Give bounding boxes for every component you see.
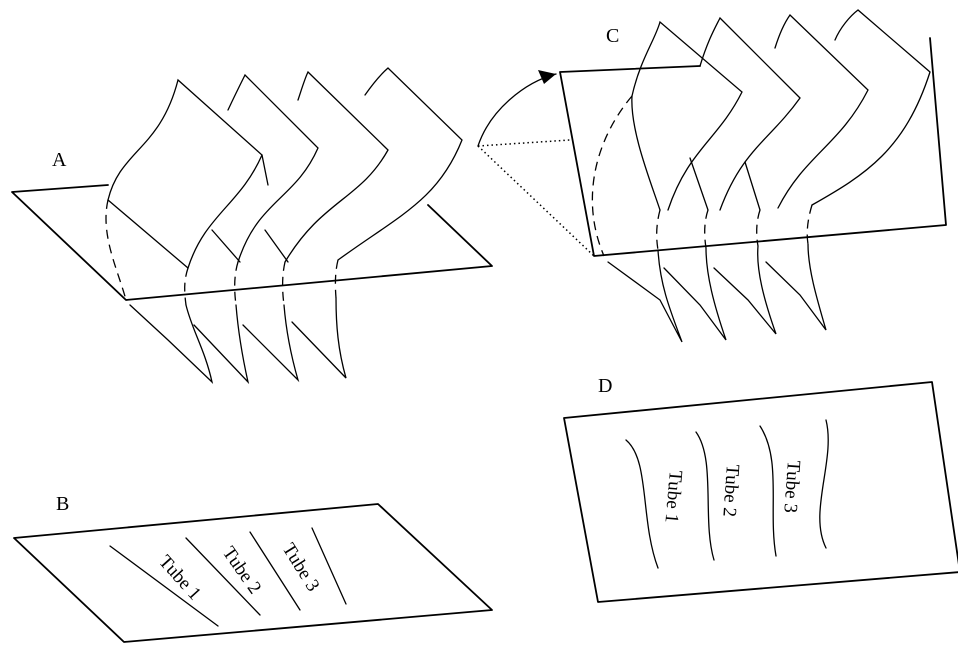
panel-a-hidden-1 (105, 199, 127, 301)
panel-c: C (477, 9, 947, 343)
panel-a-sheet-1 (107, 78, 263, 269)
panel-c-label: C (606, 25, 619, 47)
panel-c-lower-2 (663, 247, 727, 341)
panel-b-tube-1-label: Tube 1 (154, 551, 205, 604)
panel-b-tube-2-label: Tube 2 (218, 543, 265, 598)
panel-a-sheet-1-base (107, 199, 189, 269)
panel-c-fold-2 (744, 161, 761, 211)
panel-d-tube-2-label: Tube 2 (718, 464, 743, 518)
panel-c-hidden-lines (591, 95, 813, 257)
panel-c-hidden-5 (806, 204, 813, 245)
panel-c-sheet-3 (774, 14, 869, 209)
panel-a-label: A (52, 149, 67, 171)
panel-d: D Tube 1 Tube 2 Tube 3 (563, 375, 958, 603)
panel-b-tube-lines (109, 527, 347, 627)
panel-c-sheet-1-front (631, 95, 661, 211)
panel-a-lower-2 (193, 304, 250, 385)
panel-d-lane-4 (819, 419, 829, 549)
panel-a-lower-4 (291, 297, 347, 379)
panel-a-hidden-5 (334, 259, 339, 299)
panel-c-hidden-3 (704, 209, 709, 249)
panel-a-upper-sheets (107, 67, 463, 269)
panel-a-lower-1 (129, 304, 214, 384)
panel-c-lower-3 (713, 245, 777, 335)
panel-c-sheet-2 (699, 16, 801, 211)
panel-a-sheet-4 (337, 67, 463, 261)
panel-b-lane-3 (249, 531, 301, 611)
panel-c-lower-1 (607, 249, 683, 343)
panel-b-lane-1 (109, 545, 219, 627)
panel-c-upper-sheets (631, 9, 931, 211)
panel-d-lane-3 (759, 425, 777, 557)
panel-a-hidden-3 (234, 261, 239, 306)
panel-b-sheet (13, 503, 493, 643)
panel-c-plane (559, 37, 947, 257)
panel-b-label: B (56, 493, 69, 515)
panel-a-fold-2 (211, 229, 241, 263)
panel-c-hidden-1 (591, 95, 633, 257)
panel-d-tube-lines (625, 419, 829, 569)
panel-d-sheet (563, 381, 958, 603)
panel-c-fold-1 (689, 157, 709, 211)
panel-a-hidden-4 (281, 261, 286, 306)
panel-c-hidden-2 (656, 209, 661, 251)
curved-fold-arrow-icon (538, 70, 556, 84)
panel-a-lower-sheets (129, 297, 347, 385)
panel-a-sheet-3 (284, 70, 389, 263)
panel-d-label: D (598, 375, 612, 397)
panel-a-lower-3 (242, 304, 300, 383)
panel-d-lane-2 (695, 431, 715, 561)
panel-c-fold-arc (477, 73, 557, 147)
panel-d-lane-1 (625, 439, 659, 569)
panel-c-lower-sheets (607, 243, 827, 343)
panel-a-hidden-2 (184, 267, 189, 306)
panel-d-tube-1-label: Tube 1 (660, 470, 686, 524)
panel-b: B Tube 1 Tube 2 Tube 3 (13, 493, 493, 643)
panel-c-sheet-4 (811, 9, 931, 206)
panel-b-lane-2 (185, 537, 261, 616)
panel-c-dotted-fold-line (477, 139, 571, 147)
panel-a-plane (11, 184, 493, 301)
panel-a-hidden-lines (105, 199, 339, 306)
panel-c-lower-4 (765, 243, 827, 331)
panel-a: A (11, 67, 493, 385)
panel-d-tube-3-label: Tube 3 (779, 460, 804, 514)
panel-b-lane-4 (311, 527, 347, 605)
panel-a-fold-3 (264, 229, 289, 263)
panel-a-sheet-2 (227, 73, 319, 263)
panel-a-fold-1 (261, 154, 269, 186)
panel-c-sheet-1 (631, 20, 743, 211)
panel-c-hidden-4 (756, 209, 761, 247)
